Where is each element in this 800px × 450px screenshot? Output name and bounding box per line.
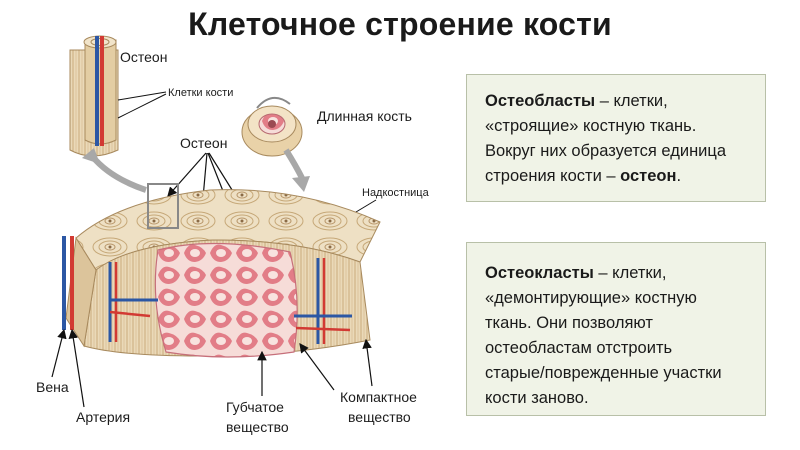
label-bone-cells: Клетки кости [168,87,233,99]
osteoblasts-text-4a: строения кости – [485,167,621,185]
osteoclasts-text-4: остеобластам отстроить [485,339,673,357]
pointer-compact-2 [362,338,373,387]
osteoclasts-text-3: ткань. Они позволяют [485,314,653,332]
pointer-bone-cells-1 [117,91,167,101]
pointer-osteon-1 [167,152,207,197]
osteoblasts-text-1: – клетки, [595,92,668,110]
arrow-to-osteon [89,154,147,193]
pointer-bone-cells-2 [117,93,167,119]
osteoblasts-text-4c: . [676,167,682,185]
compact-bone-block [65,183,381,358]
pointer-vein [51,328,67,378]
osteoblasts-info-box: Остеобласты – клетки, «строящие» костную… [466,74,766,202]
label-vein: Вена [36,379,69,395]
arrow-from-long-bone-head [292,176,310,192]
pointer-compact-1 [299,343,335,391]
osteon-cylinder-illustration [69,35,119,157]
label-osteon-top: Остеон [120,49,167,65]
osteoclasts-text-2: «демонтирующие» костную [485,289,697,307]
osteoclasts-term: Остеокласты [485,264,594,282]
label-artery: Артерия [76,409,130,425]
label-compact-1: Компактное [340,389,417,405]
label-long-bone: Длинная кость [317,108,412,124]
page-title: Клеточное строение кости [188,6,612,42]
osteoclasts-text-6: кости заново. [485,389,589,407]
osteoclasts-text-5: старые/поврежденные участки [485,364,722,382]
osteoblasts-text-2: «строящие» костную ткань. [485,117,697,135]
label-periosteum: Надкостница [362,187,430,199]
label-spongy-2: вещество [226,419,289,435]
label-compact-2: вещество [348,409,411,425]
arrow-to-osteon-head [82,148,100,164]
osteoblasts-term: Остеобласты [485,92,596,110]
osteoclasts-info-box: Остеокласты – клетки, «демонтирующие» ко… [466,242,766,416]
osteoblasts-text-4b: остеон [620,167,677,185]
pointer-artery [68,328,85,408]
label-osteon-mid: Остеон [180,135,227,151]
long-bone-illustration [241,97,303,157]
label-spongy-1: Губчатое [226,399,284,415]
arrow-from-long-bone [283,148,305,180]
osteoclasts-text-1: – клетки, [593,264,667,282]
osteoblasts-text-3: Вокруг них образуется единица [485,142,727,160]
